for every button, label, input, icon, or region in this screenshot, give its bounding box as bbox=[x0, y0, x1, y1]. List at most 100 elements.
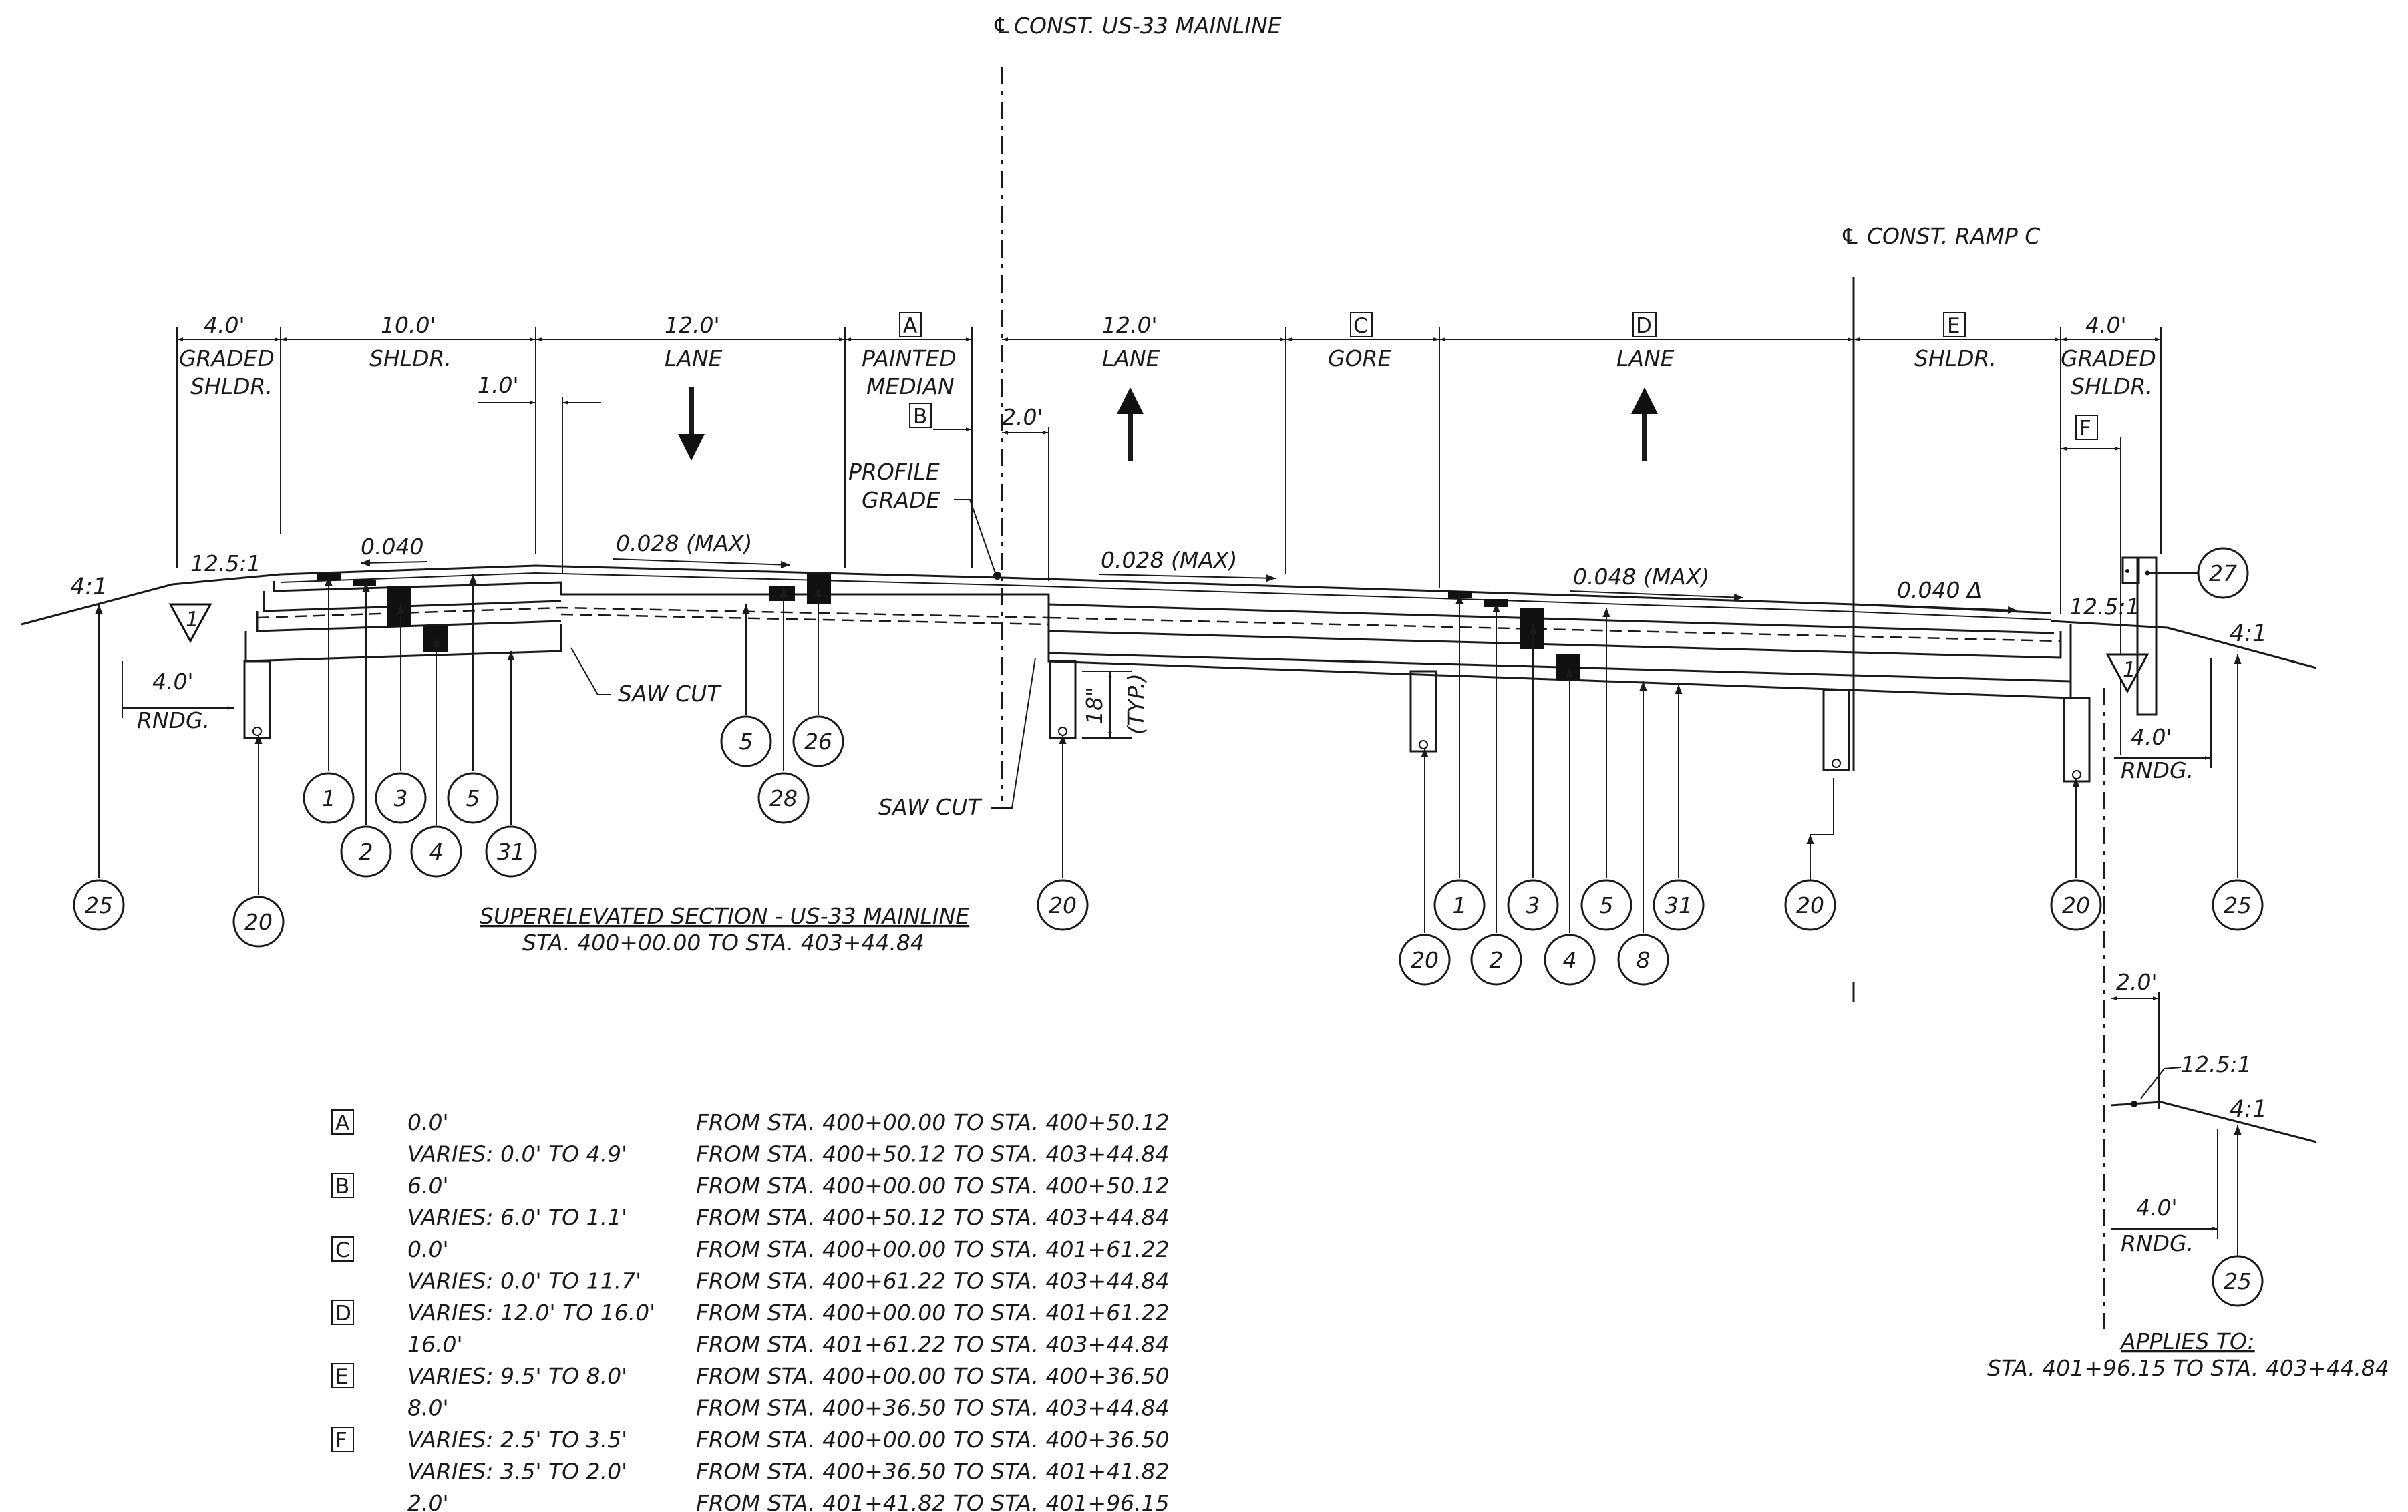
underdrain-center bbox=[1049, 660, 1077, 739]
applies-label: APPLIES TO: bbox=[2119, 1328, 2255, 1354]
svg-text:4: 4 bbox=[429, 839, 444, 865]
svg-text:31: 31 bbox=[1665, 892, 1693, 918]
svg-text:20: 20 bbox=[1411, 947, 1439, 973]
profile-grade-leader bbox=[954, 499, 996, 574]
slope-left-lane: 0.028 (MAX) bbox=[616, 530, 752, 556]
legend-tag: E bbox=[335, 1365, 349, 1389]
svg-text:4: 4 bbox=[1563, 947, 1577, 973]
direction-arrow-down bbox=[678, 387, 705, 461]
svg-text:5: 5 bbox=[466, 785, 480, 811]
legend-value: VARIES: 9.5' TO 8.0' bbox=[407, 1363, 627, 1389]
tag-b: B bbox=[913, 405, 927, 429]
tag-b-box bbox=[909, 403, 932, 428]
slope-ramp-lane-arrow bbox=[1569, 590, 1744, 602]
tag-e-box bbox=[1943, 312, 1966, 337]
rounding-left: 4.0' bbox=[152, 669, 194, 695]
svg-text:3: 3 bbox=[1526, 892, 1540, 918]
slope-ramp-shoulder-arrow bbox=[1863, 604, 2018, 614]
inset-detail bbox=[2110, 992, 2317, 1239]
slope-ramp-shoulder: 0.040 Δ bbox=[1897, 577, 1983, 603]
callout-bubble-5: 5 bbox=[447, 574, 499, 824]
callout-bubble-31: 31 bbox=[485, 651, 537, 878]
dim-left-lane: 12.0' bbox=[665, 312, 720, 338]
median-label-2: MEDIAN bbox=[866, 373, 955, 399]
svg-text:27: 27 bbox=[2209, 560, 2237, 586]
callout-bubble-2: 2 bbox=[340, 582, 392, 878]
legend-range: FROM STA. 400+61.22 TO STA. 403+44.84 bbox=[696, 1268, 1170, 1294]
legend-range: FROM STA. 400+00.00 TO STA. 400+36.50 bbox=[696, 1427, 1170, 1453]
mainline-centerline: ℄ CONST. US-33 MAINLINE bbox=[992, 13, 1282, 801]
saw-cut-left-label: SAW CUT bbox=[618, 681, 722, 707]
legend-value: 16.0' bbox=[407, 1332, 463, 1358]
legend-tag: F bbox=[335, 1429, 347, 1453]
typ-label: (TYP.) bbox=[1123, 673, 1149, 735]
legend-range: FROM STA. 400+36.50 TO STA. 401+41.82 bbox=[696, 1459, 1170, 1485]
legend-range: FROM STA. 400+00.00 TO STA. 401+61.22 bbox=[696, 1236, 1170, 1262]
slope-left-inner: 12.5:1 bbox=[190, 550, 261, 576]
underdrain-ramp bbox=[1822, 689, 1850, 771]
legend-range: FROM STA. 400+50.12 TO STA. 403+44.84 bbox=[696, 1205, 1170, 1231]
inset-rounding: 4.0' bbox=[2136, 1195, 2178, 1221]
ramp-centerline-label: CONST. RAMP C bbox=[1867, 223, 2040, 249]
legend-tag: B bbox=[335, 1175, 349, 1199]
direction-arrow-up-ramp bbox=[1631, 387, 1658, 461]
ground-line-left bbox=[21, 573, 281, 626]
callout-bubble-20: 20 bbox=[232, 735, 285, 948]
svg-text:25: 25 bbox=[2224, 1268, 2252, 1294]
legend-value: 0.0' bbox=[407, 1236, 449, 1262]
slope-right-outer: 4:1 bbox=[2230, 620, 2267, 647]
tag-f: F bbox=[2079, 417, 2091, 441]
slope-right-inner: 12.5:1 bbox=[2069, 594, 2140, 620]
gore-label: GORE bbox=[1328, 345, 1391, 371]
inset-slope-inner: 12.5:1 bbox=[2181, 1051, 2252, 1077]
median-label-1: PAINTED bbox=[862, 345, 957, 371]
dim-left-shoulder: 10.0' bbox=[381, 312, 436, 338]
top-dimension-line bbox=[176, 327, 2162, 614]
legend-row: F VARIES: 2.5' TO 3.5' FROM STA. 400+00.00… bbox=[331, 1427, 1170, 1453]
legend-range: FROM STA. 400+36.50 TO STA. 403+44.84 bbox=[696, 1395, 1170, 1421]
tag-e: E bbox=[1947, 314, 1960, 338]
slope-left-outer: 4:1 bbox=[70, 574, 108, 600]
svg-text:1: 1 bbox=[186, 608, 199, 632]
svg-text:25: 25 bbox=[85, 892, 113, 918]
svg-text:8: 8 bbox=[1637, 947, 1651, 973]
svg-text:1: 1 bbox=[322, 785, 336, 811]
dim-left-graded-label-1: GRADED bbox=[179, 345, 275, 371]
callout-bubble-2: 2 bbox=[1470, 603, 1522, 986]
ground-line-right bbox=[2050, 620, 2317, 669]
slope-left-shoulder: 0.040 bbox=[361, 534, 423, 560]
tag-a-box bbox=[899, 312, 922, 337]
slope-left-lane-arrow bbox=[613, 558, 791, 569]
svg-text:20: 20 bbox=[2062, 892, 2090, 918]
inset-slope-outer: 4:1 bbox=[2230, 1096, 2267, 1123]
ramp-lane-label: LANE bbox=[1616, 345, 1675, 371]
dim-right-lane: 12.0' bbox=[1102, 312, 1158, 338]
callout-bubble-31: 31 bbox=[1653, 685, 1705, 931]
legend-row: VARIES: 0.0' TO 4.9'FROM STA. 400+50.12 … bbox=[407, 1141, 1170, 1167]
dim-offset-one: 1.0' bbox=[478, 372, 519, 398]
svg-text:2: 2 bbox=[1490, 947, 1504, 973]
legend-value: VARIES: 3.5' TO 2.0' bbox=[407, 1459, 627, 1485]
legend-row: VARIES: 6.0' TO 1.1'FROM STA. 400+50.12 … bbox=[407, 1205, 1170, 1231]
legend-row: 16.0' FROM STA. 401+61.22 TO STA. 403+44.… bbox=[407, 1332, 1170, 1358]
callout-bubble-28: 28 bbox=[757, 588, 810, 824]
mainline-centerline-label: CONST. US-33 MAINLINE bbox=[1014, 13, 1282, 39]
dim-right-graded-label-2: SHLDR. bbox=[2071, 373, 2153, 399]
callout-bubble-3: 3 bbox=[1507, 624, 1559, 931]
typ-depth: 18" bbox=[1081, 687, 1107, 725]
callout-bubble-20: 20 bbox=[1037, 735, 1089, 931]
dim-left-lane-label: LANE bbox=[665, 345, 723, 371]
slope-right-lane: 0.028 (MAX) bbox=[1101, 547, 1237, 573]
tag-f-box bbox=[2075, 415, 2098, 440]
callout-bubble-4: 4 bbox=[410, 638, 462, 878]
profile-grade-label-2: GRADE bbox=[862, 487, 940, 513]
legend-range: FROM STA. 401+61.22 TO STA. 403+44.84 bbox=[696, 1332, 1170, 1358]
legend-value: VARIES: 2.5' TO 3.5' bbox=[407, 1427, 627, 1453]
legend-row: VARIES: 3.5' TO 2.0' FROM STA. 400+36.50 … bbox=[407, 1459, 1170, 1485]
callout-bubble-5: 5 bbox=[1580, 608, 1632, 931]
svg-text:3: 3 bbox=[394, 785, 408, 811]
legend-value: 0.0' bbox=[407, 1109, 449, 1135]
